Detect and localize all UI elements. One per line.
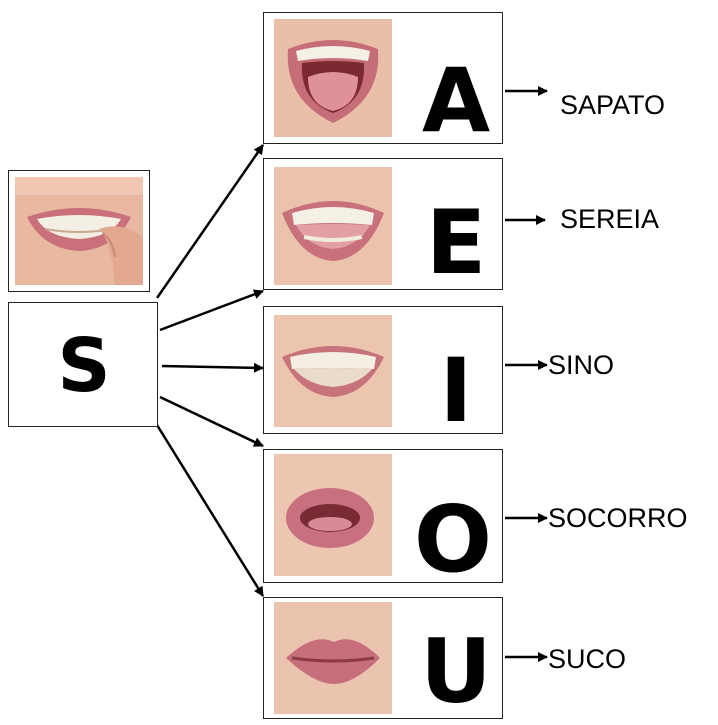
- vowel-box-u: U: [263, 597, 503, 719]
- word-e: SEREIA: [560, 204, 660, 234]
- arrow-s-to-o: [159, 395, 264, 448]
- vowel-letter-e: E: [425, 191, 487, 294]
- arrow-s-to-u: [155, 424, 265, 597]
- mouth-pursed-u-photo: [274, 602, 392, 714]
- vowel-box-o: O: [263, 449, 503, 593]
- source-photo-frame: [8, 170, 150, 292]
- mouth-open-a-photo: [274, 19, 392, 137]
- vowel-box-a: A: [263, 12, 503, 152]
- source-letter-box: S: [8, 302, 158, 427]
- mouth-wide-i-photo: [274, 315, 392, 427]
- mouth-smile-e-photo: [274, 167, 392, 285]
- vowel-letter-i: I: [439, 339, 473, 442]
- mouth-s-sound-photo: [15, 177, 143, 285]
- source-letter: S: [57, 323, 111, 409]
- arrow-s-to-i: [161, 362, 264, 373]
- word-i: SINO: [548, 350, 615, 380]
- vowel-box-i: I: [263, 306, 503, 442]
- vowel-letter-a: A: [421, 49, 491, 152]
- vowel-box-e: E: [263, 158, 503, 290]
- vowel-letter-o: O: [413, 486, 493, 593]
- mouth-round-o-photo: [274, 454, 392, 576]
- word-o: SOCORRO: [548, 503, 688, 533]
- arrow-s-to-a: [155, 144, 265, 299]
- vowel-letter-u: U: [420, 620, 492, 723]
- word-a: SAPATO: [560, 90, 666, 120]
- word-u: SUCO: [548, 644, 627, 674]
- arrow-s-to-e: [159, 289, 264, 332]
